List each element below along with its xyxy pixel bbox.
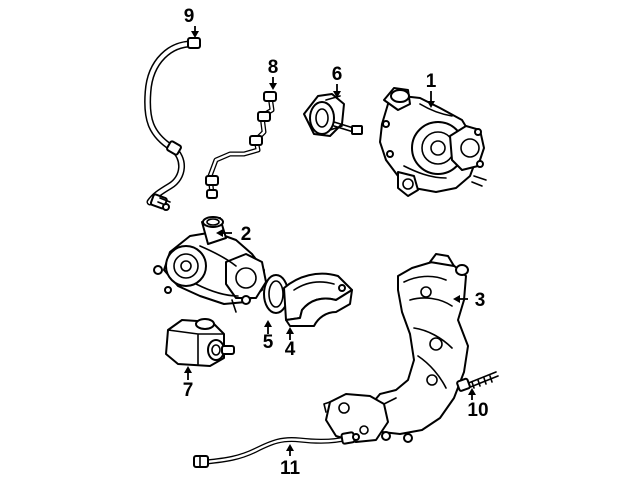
callout-10: 10 — [467, 388, 489, 421]
callout-label-3: 3 — [475, 290, 486, 311]
callout-label-4: 4 — [285, 339, 296, 360]
part-11-line-tube[interactable] — [193, 431, 360, 468]
callout-label-11: 11 — [280, 458, 301, 479]
callout-2: 2 — [216, 224, 251, 245]
callout-label-10: 10 — [467, 400, 488, 421]
callout-6: 6 — [332, 64, 343, 98]
callout-label-7: 7 — [183, 380, 194, 401]
callout-1: 1 — [426, 71, 437, 108]
part-7-pump-body[interactable] — [165, 318, 235, 367]
callout-label-2: 2 — [241, 224, 252, 245]
part-9-oil-feed-hose[interactable] — [144, 37, 201, 211]
callout-5: 5 — [263, 320, 274, 353]
callout-3: 3 — [453, 290, 485, 311]
part-3-manifold-bracket[interactable] — [323, 253, 469, 443]
part-1-turbocharger[interactable] — [379, 87, 487, 197]
part-6-wastegate-actuator[interactable] — [303, 93, 363, 137]
callout-label-9: 9 — [184, 6, 195, 27]
part-2-turbocharger-assembly[interactable] — [153, 216, 267, 313]
callout-7: 7 — [183, 366, 194, 401]
callout-label-1: 1 — [426, 71, 437, 92]
part-4-heat-shield[interactable] — [283, 272, 353, 327]
callout-label-8: 8 — [268, 57, 279, 78]
callout-9: 9 — [184, 6, 199, 38]
callout-11: 11 — [280, 444, 301, 479]
part-8-oil-return-tube[interactable] — [205, 91, 277, 199]
callout-label-5: 5 — [263, 332, 274, 353]
callout-4: 4 — [285, 327, 296, 360]
part-5-gasket[interactable] — [263, 274, 289, 314]
callout-8: 8 — [268, 57, 279, 90]
part-10-stud[interactable] — [456, 371, 499, 392]
callout-label-6: 6 — [332, 64, 343, 85]
